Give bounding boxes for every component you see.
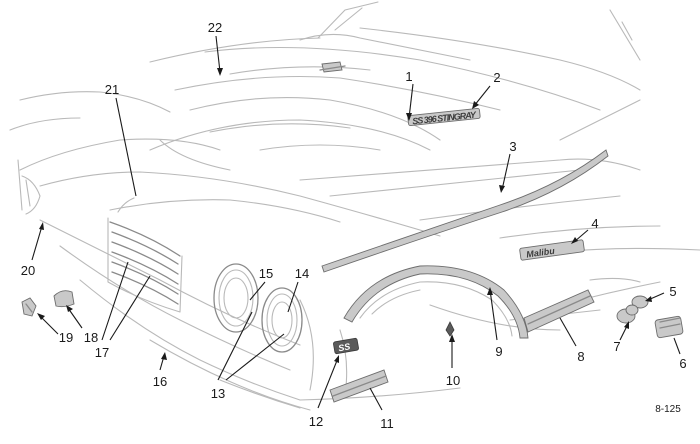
callout-12: 12 xyxy=(309,414,323,429)
side-marker-lamp-parts xyxy=(616,295,684,339)
callout-15: 15 xyxy=(259,266,273,281)
hood-badge-assembly: SS 396 STINGRAY xyxy=(319,61,481,127)
callout-6: 6 xyxy=(679,356,686,371)
callout-17: 17 xyxy=(95,345,109,360)
callout-9: 9 xyxy=(495,344,502,359)
fender-emblem: SS xyxy=(333,337,359,355)
callout-16: 16 xyxy=(153,374,167,389)
callout-4: 4 xyxy=(591,216,598,231)
callout-18: 18 xyxy=(84,330,98,345)
callout-8: 8 xyxy=(577,349,584,364)
wheel-opening-molding xyxy=(343,265,529,339)
callout-20: 20 xyxy=(21,263,35,278)
fender-side-molding xyxy=(321,149,609,273)
fender-emblem-text: SS xyxy=(337,341,351,353)
grille xyxy=(107,217,183,313)
callout-19: 19 xyxy=(59,330,73,345)
figure-reference: 8-125 xyxy=(655,404,681,415)
fender-script-text: Malibu xyxy=(526,246,556,260)
callout-14: 14 xyxy=(295,266,309,281)
callout-3: 3 xyxy=(509,139,516,154)
rocker-molding-front xyxy=(329,369,389,403)
hood-badge-text: SS 396 STINGRAY xyxy=(412,110,478,127)
callout-7: 7 xyxy=(613,339,620,354)
loose-clips xyxy=(21,290,75,317)
callout-10: 10 xyxy=(446,373,460,388)
leader-lines xyxy=(31,35,681,411)
callout-labels: 1 2 3 4 5 6 7 8 9 10 11 12 13 14 15 16 1… xyxy=(21,20,687,431)
callout-1: 1 xyxy=(405,69,412,84)
callout-21: 21 xyxy=(105,82,119,97)
callout-22: 22 xyxy=(208,20,222,35)
fender-script-emblem: Malibu xyxy=(519,239,585,261)
callout-13: 13 xyxy=(211,386,225,401)
callout-2: 2 xyxy=(493,70,500,85)
callout-5: 5 xyxy=(669,284,676,299)
molding-clip xyxy=(445,321,455,337)
headlight-bezel-assembly xyxy=(213,263,303,353)
rocker-molding-rear xyxy=(523,289,595,333)
callout-11: 11 xyxy=(380,416,394,431)
